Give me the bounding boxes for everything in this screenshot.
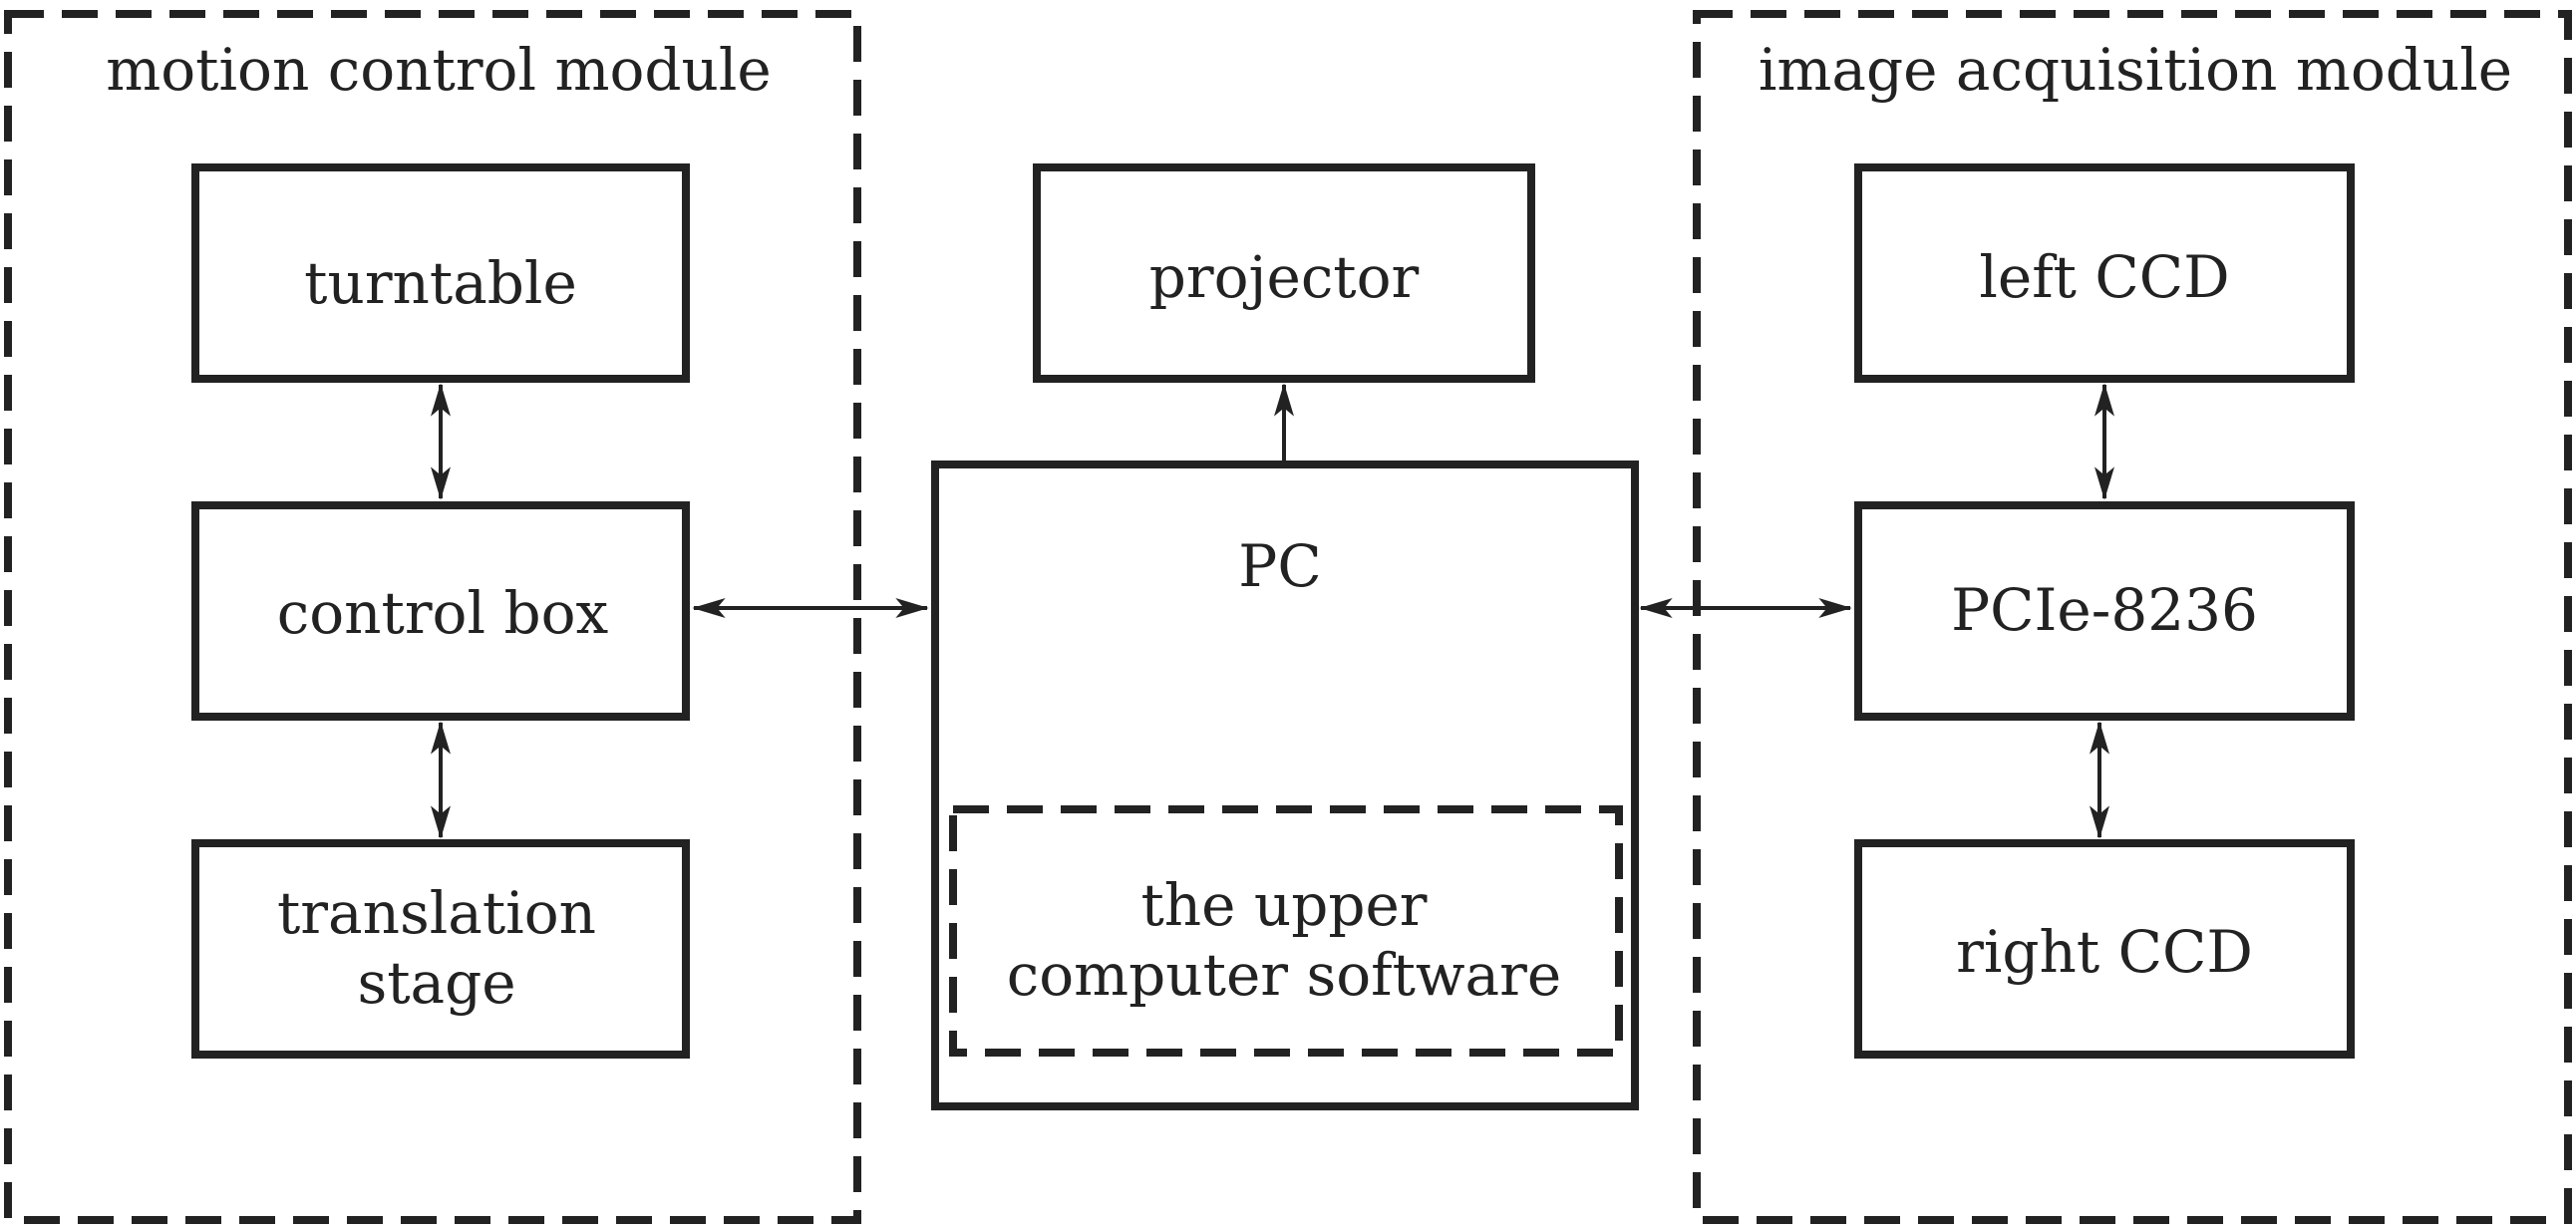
- pc-box: PC the upper computer software: [931, 460, 1639, 1110]
- upper-computer-software-frame: [949, 805, 1623, 1057]
- software-label-line1: the upper: [1140, 871, 1427, 939]
- translation-stage-label-line1: translation: [277, 879, 596, 947]
- control-box-label: control box: [277, 579, 608, 647]
- turntable-box: turntable: [191, 163, 690, 383]
- translation-stage-label-line2: stage: [357, 949, 515, 1017]
- turntable-label: turntable: [304, 249, 577, 317]
- image-acquisition-module-title: image acquisition module: [1759, 36, 2512, 104]
- motion-control-module-frame: [4, 10, 861, 1224]
- translation-stage-box: translation stage: [191, 839, 690, 1059]
- projector-box: projector: [1033, 163, 1535, 383]
- control-box-box: control box: [191, 501, 690, 721]
- left-ccd-box: left CCD: [1854, 163, 2355, 383]
- pc-label: PC: [1238, 532, 1321, 600]
- image-acquisition-module-group: image acquisition module left CCD PCIe-8…: [1693, 10, 2572, 1224]
- left-ccd-label: left CCD: [1979, 243, 2229, 311]
- motion-control-module-title: motion control module: [106, 36, 771, 104]
- pcie-label: PCIe-8236: [1951, 576, 2258, 644]
- pcie-box: PCIe-8236: [1854, 501, 2355, 721]
- right-ccd-box: right CCD: [1854, 839, 2355, 1059]
- right-ccd-label: right CCD: [1956, 918, 2253, 986]
- software-label-line2: computer software: [1007, 941, 1561, 1009]
- motion-control-module-group: motion control module turntable control …: [4, 10, 861, 1224]
- upper-computer-software-group: the upper computer software: [949, 805, 1623, 1057]
- projector-label: projector: [1149, 243, 1420, 311]
- image-acquisition-module-frame: [1693, 10, 2572, 1224]
